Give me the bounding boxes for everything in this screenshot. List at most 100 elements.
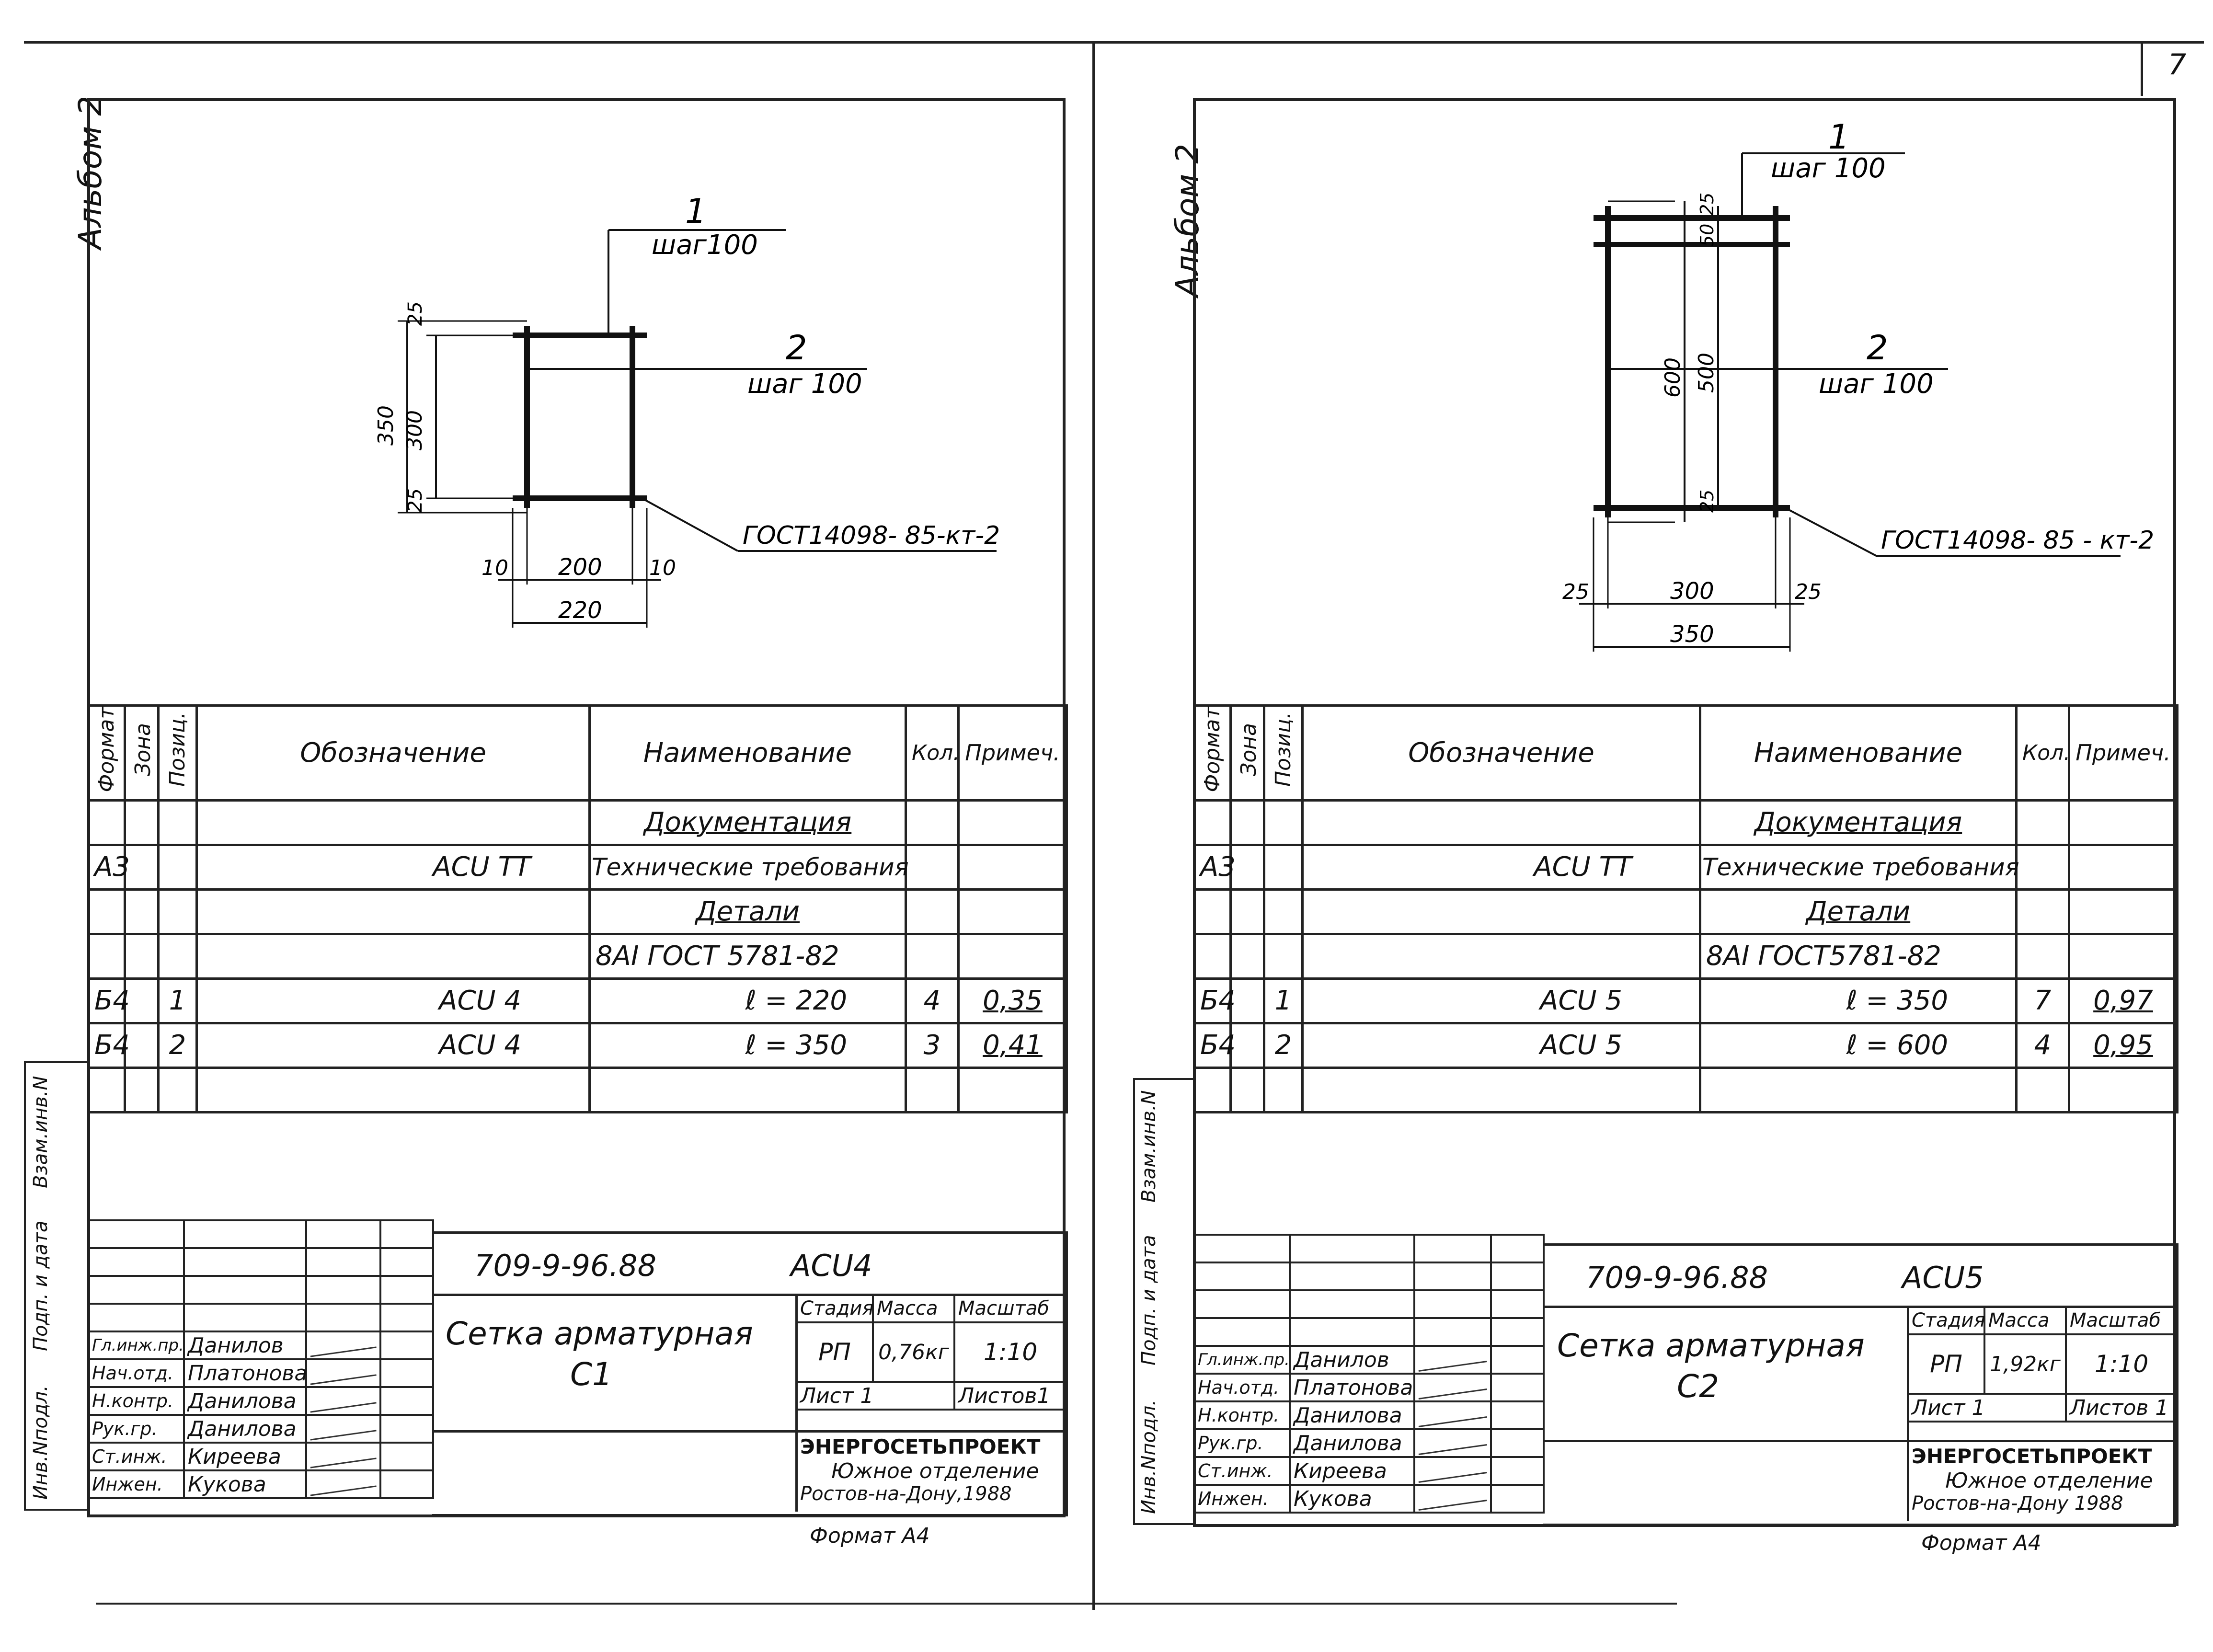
signature-row: Гл.инж.пр.Данилов: [87, 1331, 434, 1360]
header-qty: Кол.: [905, 704, 960, 802]
stamp-divider-2: [432, 1430, 1066, 1433]
signature-row: Рук.гр.Данилова: [87, 1414, 434, 1444]
side-label-replace: Взам.инв.N: [30, 1076, 52, 1188]
format-label: Формат А4: [1921, 1531, 2041, 1555]
dim-mid: 300: [402, 410, 427, 450]
section-details: Детали: [1806, 896, 1911, 928]
section-documentation: Документация: [1754, 807, 1962, 838]
page-number-box: [2141, 43, 2143, 96]
header-pos: Позиц.: [165, 712, 190, 787]
signatures-table: Гл.инж.пр.Данилов Нач.отд.Платонова Н.ко…: [87, 1219, 434, 1499]
format-label: Формат А4: [810, 1524, 930, 1548]
gost-label: ГОСТ14098- 85 - кт-2: [1881, 526, 2154, 555]
doc-title: Сетка арматурная: [446, 1315, 753, 1352]
dim-top: 25: [404, 301, 426, 326]
stamp-divider-2: [1543, 1440, 2176, 1442]
signature-row: Рук.гр.Данилова: [1193, 1428, 1545, 1458]
table-row: Детали: [1193, 888, 2179, 935]
signature-row: Инжен.Кукова: [87, 1469, 434, 1499]
header-qty: Кол.: [2015, 704, 2070, 802]
page-number: 7: [2168, 48, 2187, 81]
header-name: Наименование: [1699, 704, 2018, 802]
org-branch: Южное отделение: [831, 1459, 1039, 1483]
spec-header: Формат Зона Позиц. Обозначение Наименова…: [87, 704, 1068, 802]
signature-row: Гл.инж.пр.Данилов: [1193, 1345, 1545, 1375]
spec-table: Формат Зона Позиц. Обозначение Наименова…: [87, 704, 1068, 1113]
leader1-text: шаг100: [652, 229, 758, 261]
header-note: Примеч.: [2068, 704, 2179, 802]
table-row: 8АI ГОСТ 5781-82: [87, 932, 1068, 980]
dim-top2: 50: [1697, 224, 1718, 247]
table-row: Детали: [87, 888, 1068, 935]
side-strip: [24, 1061, 89, 1511]
table-row: [87, 1066, 1068, 1113]
header-note: Примеч.: [957, 704, 1068, 802]
signature-row: Ст.инж.Киреева: [87, 1442, 434, 1471]
center-divider: [1092, 43, 1095, 1610]
doc-subtitle: С2: [1677, 1368, 1720, 1405]
stamp-divider: [1543, 1306, 2176, 1308]
dim-right: 10: [649, 556, 676, 580]
table-row: Документация: [1193, 799, 2179, 846]
signature-row: Нач.отд.Платонова: [1193, 1373, 1545, 1402]
spec-table: Формат Зона Позиц. Обозначение Наименова…: [1193, 704, 2179, 1113]
top-border: [24, 41, 2204, 44]
side-label-sign: Подп. и дата: [30, 1220, 52, 1351]
mesh-drawing: 1 шаг100 2 шаг 100 ГОСТ14098- 85-кт-2 25…: [374, 192, 1000, 628]
leader1-text: шаг 100: [1771, 153, 1886, 184]
side-strip: [1133, 1078, 1195, 1525]
org-name: ЭНЕРГОСЕТЬПРОЕКТ: [1912, 1445, 2152, 1468]
signatures-table: Гл.инж.пр.Данилов Нач.отд.Платонова Н.ко…: [1193, 1234, 1545, 1514]
bottom-rule: [96, 1603, 1677, 1605]
header-designation: Обозначение: [195, 704, 591, 802]
dim-bottom: 25: [404, 488, 426, 513]
header-name: Наименование: [588, 704, 907, 802]
dim-top1: 25: [1697, 193, 1718, 216]
header-zone: Зона: [131, 723, 155, 776]
doc-subtitle: С1: [570, 1356, 613, 1393]
section-details: Детали: [695, 896, 800, 928]
spec-header: Формат Зона Позиц. Обозначение Наименова…: [1193, 704, 2179, 802]
dim-overall: 350: [374, 405, 398, 446]
doc-mark: АСU5: [1902, 1260, 1984, 1295]
dim-left: 25: [1562, 580, 1589, 604]
side-label-replace: Взам.инв.N: [1138, 1090, 1160, 1203]
table-row: 8АI ГОСТ5781-82: [1193, 932, 2179, 980]
mesh-drawing: 1 шаг 100 2 шаг 100 ГОСТ14098- 85 - кт-2…: [1562, 117, 2154, 652]
dim-width: 350: [1670, 621, 1714, 648]
sheet-left: Альбом 2: [0, 0, 1106, 1652]
dim-right: 25: [1795, 580, 1822, 604]
sheet-right: Альбом 2: [1107, 0, 2213, 1652]
leader2-text: шаг 100: [747, 368, 862, 400]
header-format: Формат: [1200, 707, 1225, 792]
leader2-num: 2: [786, 328, 807, 367]
signature-row: Ст.инж.Киреева: [1193, 1456, 1545, 1486]
doc-code: 709-9-96.88: [1586, 1260, 1768, 1295]
gost-label: ГОСТ14098- 85-кт-2: [743, 521, 1000, 550]
dim-width: 220: [558, 597, 602, 624]
dim-inner: 300: [1670, 578, 1714, 605]
signature-row: Н.контр.Данилова: [87, 1386, 434, 1416]
side-label-sign: Подп. и дата: [1138, 1235, 1160, 1365]
header-pos: Позиц.: [1271, 712, 1296, 787]
header-format: Формат: [94, 707, 119, 792]
doc-mark: АСU4: [791, 1248, 872, 1283]
leader1-num: 1: [685, 192, 707, 231]
table-row: Документация: [87, 799, 1068, 846]
leader2-text: шаг 100: [1819, 368, 1934, 400]
leader2-num: 2: [1867, 328, 1888, 367]
side-label-inv: Инв.Nподл.: [1138, 1400, 1160, 1514]
org-city: Ростов-на-Дону,1988: [800, 1483, 1012, 1505]
doc-code: 709-9-96.88: [474, 1248, 657, 1283]
dim-inner: 200: [558, 554, 602, 581]
doc-title: Сетка арматурная: [1557, 1327, 1865, 1364]
dim-left: 10: [482, 556, 508, 580]
